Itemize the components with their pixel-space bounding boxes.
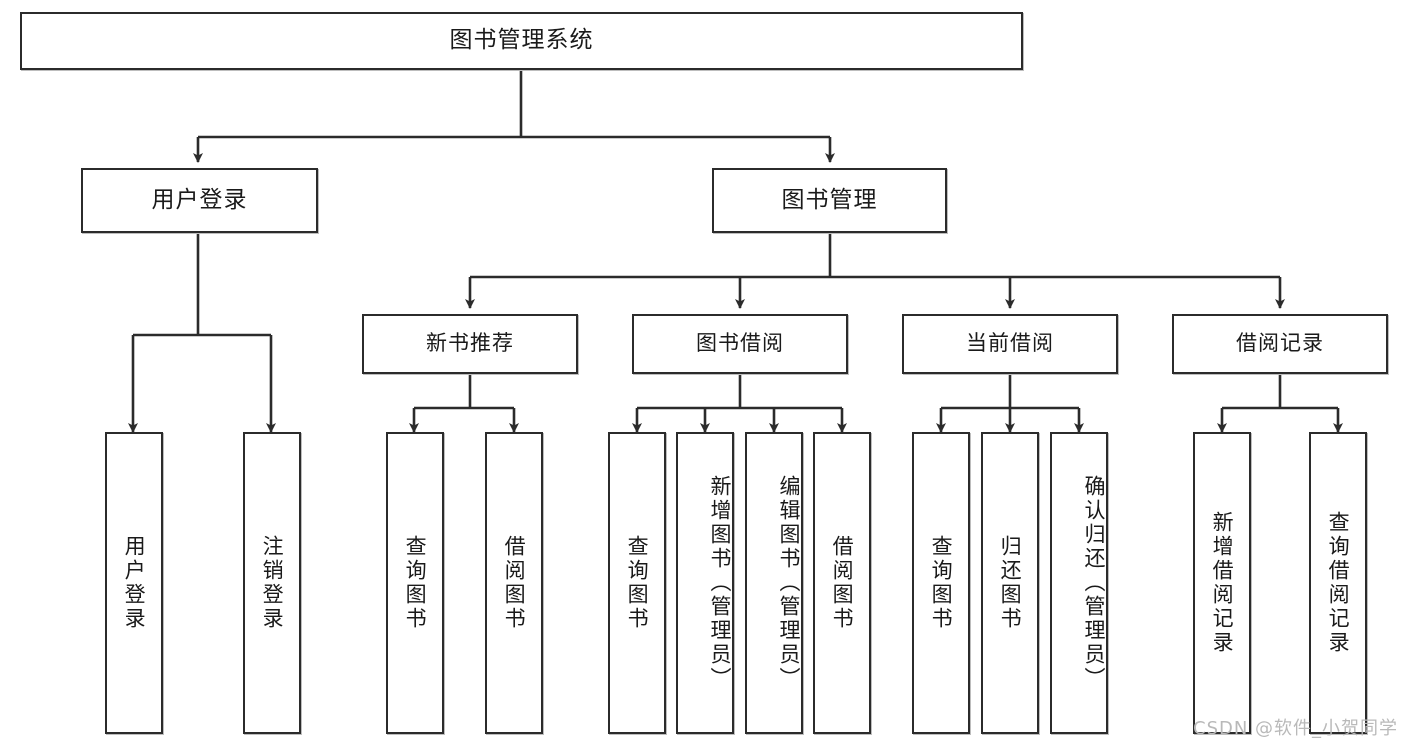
- node-label: 用户登录: [151, 186, 248, 213]
- leaf-book-borrow-add-book-admin[interactable]: 新增图书（管理员）: [676, 432, 734, 734]
- leaf-new-book-borrow-book[interactable]: 借阅图书: [485, 432, 543, 734]
- leaf-current-borrow-confirm-return-admin[interactable]: 确认归还（管理员）: [1050, 432, 1108, 734]
- node-user-login[interactable]: 用户登录: [81, 168, 318, 233]
- node-label: 新书推荐: [426, 331, 514, 356]
- node-label: 借阅记录: [1236, 331, 1324, 356]
- leaf-user-login-logout[interactable]: 注销登录: [243, 432, 301, 734]
- node-new-book-recommend[interactable]: 新书推荐: [362, 314, 578, 374]
- csdn-watermark: CSDN @软件_小贺同学: [1193, 718, 1399, 739]
- node-label: 图书管理系统: [449, 27, 594, 54]
- node-label: 当前借阅: [966, 331, 1054, 356]
- node-label: 查询图书: [403, 535, 428, 631]
- node-label: 借阅图书: [830, 535, 855, 631]
- leaf-borrow-records-add-record[interactable]: 新增借阅记录: [1193, 432, 1251, 734]
- leaf-user-login-login[interactable]: 用户登录: [105, 432, 163, 734]
- node-label: 归还图书: [998, 535, 1023, 631]
- leaf-book-borrow-query-book[interactable]: 查询图书: [608, 432, 666, 734]
- node-label: 查询图书: [929, 535, 954, 631]
- node-label: 用户登录: [122, 535, 147, 631]
- leaf-new-book-query-book[interactable]: 查询图书: [386, 432, 444, 734]
- node-borrow-records[interactable]: 借阅记录: [1172, 314, 1388, 374]
- node-label: 图书借阅: [696, 331, 784, 356]
- leaf-current-borrow-query-book[interactable]: 查询图书: [912, 432, 970, 734]
- leaf-current-borrow-return-book[interactable]: 归还图书: [981, 432, 1039, 734]
- leaf-book-borrow-edit-book-admin[interactable]: 编辑图书（管理员）: [745, 432, 803, 734]
- leaf-book-borrow-borrow-book[interactable]: 借阅图书: [813, 432, 871, 734]
- leaf-borrow-records-query-record[interactable]: 查询借阅记录: [1309, 432, 1367, 734]
- node-label: 新增图书（管理员）: [708, 475, 732, 691]
- node-label: 查询图书: [625, 535, 650, 631]
- node-label: 确认归还（管理员）: [1082, 475, 1106, 691]
- node-book-borrow[interactable]: 图书借阅: [632, 314, 848, 374]
- node-label: 图书管理: [781, 186, 878, 213]
- node-book-management[interactable]: 图书管理: [712, 168, 947, 233]
- node-label: 新增借阅记录: [1210, 511, 1235, 655]
- node-label: 注销登录: [260, 535, 285, 631]
- node-label: 查询借阅记录: [1326, 511, 1351, 655]
- node-current-borrow[interactable]: 当前借阅: [902, 314, 1118, 374]
- node-root-book-management-system[interactable]: 图书管理系统: [20, 12, 1023, 70]
- node-label: 借阅图书: [502, 535, 527, 631]
- node-label: 编辑图书（管理员）: [777, 475, 801, 691]
